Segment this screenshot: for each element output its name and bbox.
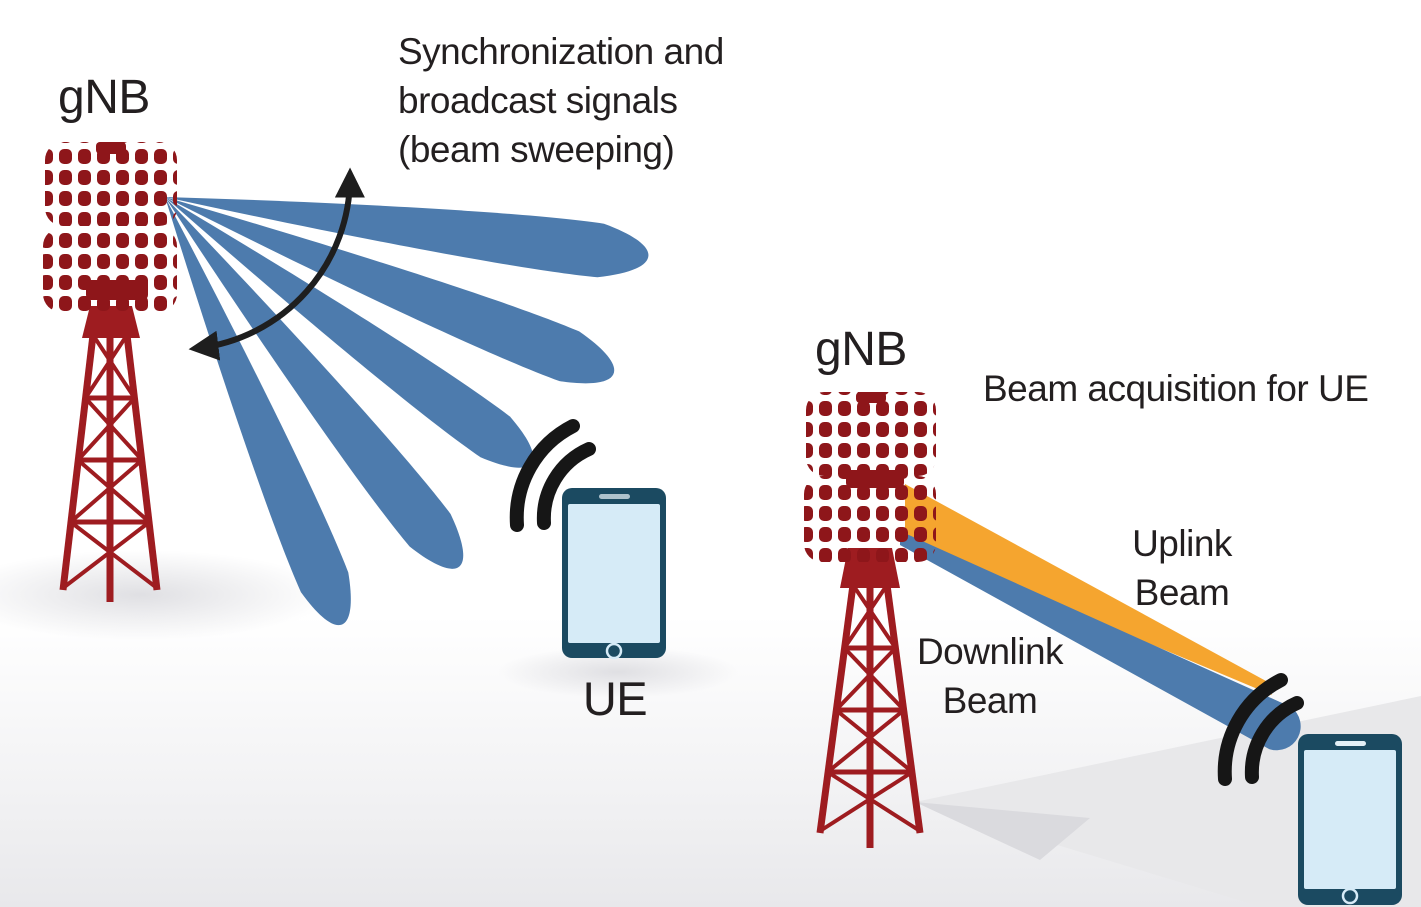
tower-cast-shadow xyxy=(915,802,1090,860)
massive-mimo-antenna-icon xyxy=(804,392,936,562)
sweep-arrow xyxy=(188,167,365,361)
smartphone-icon xyxy=(1298,734,1402,905)
lattice-tower-icon xyxy=(59,306,161,602)
right-caption: Beam acquisition for UE xyxy=(983,368,1369,409)
left-phone-shadow xyxy=(498,646,738,698)
downlink-beam xyxy=(900,531,1301,751)
left-gnb-label: gNB xyxy=(58,71,150,124)
ue-label: UE xyxy=(582,672,648,725)
right-gnb-label: gNB xyxy=(815,323,907,376)
smartphone-icon xyxy=(562,488,666,660)
signal-waves-icon xyxy=(1217,673,1304,786)
ground-shadow-wedge xyxy=(915,696,1421,907)
left-scene xyxy=(43,142,666,660)
massive-mimo-antenna-icon xyxy=(43,142,177,312)
right-scene xyxy=(804,392,1421,907)
left-caption: Synchronization and broadcast signals (b… xyxy=(398,31,724,170)
signal-waves-icon xyxy=(509,419,596,532)
downlink-beam-label: Downlink Beam xyxy=(916,631,1064,721)
uplink-beam-label: Uplink Beam xyxy=(1132,523,1232,613)
uplink-beam xyxy=(905,484,1272,695)
